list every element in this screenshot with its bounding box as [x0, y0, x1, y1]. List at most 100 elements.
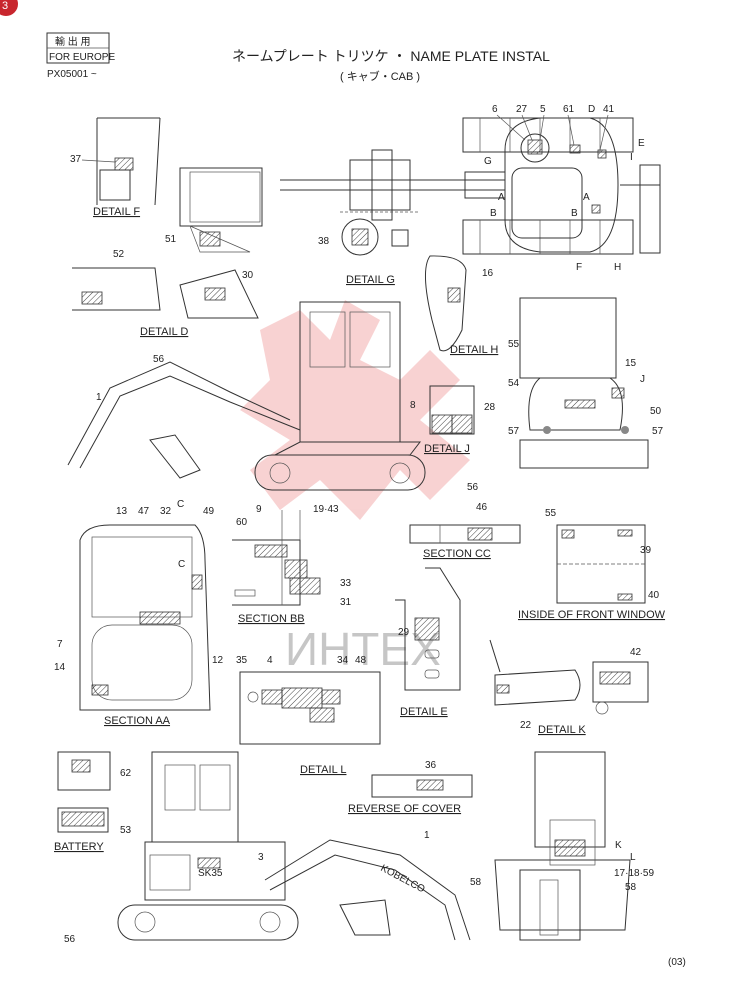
label-B2: B [571, 208, 578, 219]
label-38: 38 [318, 236, 330, 247]
caption-detail-f: DETAIL F [93, 206, 140, 218]
label-D: D [588, 104, 595, 115]
header: 輸 出 用 FOR EUROPE PX05001 ~ ネームプレート トリツケ … [46, 32, 550, 83]
label-37: 37 [70, 154, 82, 165]
side-view-machine: 56 1 56 [67, 301, 479, 493]
label-35: 35 [236, 655, 248, 666]
detail-f: 37 DETAIL F [70, 117, 161, 218]
label-C1: C [177, 499, 184, 510]
caption-battery: BATTERY [54, 841, 104, 853]
detail-h: 16 DETAIL H [424, 255, 498, 356]
caption-section-cc: SECTION CC [423, 548, 491, 560]
label-J: J [640, 374, 645, 385]
label-49: 49 [203, 506, 215, 517]
label-60: 60 [236, 517, 248, 528]
section-cc: 46 SECTION CC [409, 502, 521, 560]
label-48: 48 [355, 655, 367, 666]
caption-inside-front: INSIDE OF FRONT WINDOW [518, 609, 666, 621]
label-61: 61 [563, 104, 575, 115]
caption-detail-g: DETAIL G [346, 274, 395, 286]
stamp-line1: 輸 出 用 [55, 35, 91, 48]
label-17-18-59: 17·18·59 [614, 868, 654, 879]
bottom-side-machine: SK35 KOBELCO 3 1 56 [64, 751, 471, 945]
label-55b: 55 [545, 508, 557, 519]
inside-front-window: 55 39 40 INSIDE OF FRONT WINDOW [518, 508, 666, 621]
watermark: ИНТЕХ [240, 300, 470, 675]
detail-e: 29 DETAIL E [395, 567, 461, 718]
label-E: E [638, 138, 645, 149]
label-55a: 55 [508, 339, 520, 350]
label-57a: 57 [508, 426, 520, 437]
battery: 62 53 BATTERY [54, 751, 132, 853]
label-62: 62 [120, 768, 132, 779]
caption-section-aa: SECTION AA [104, 715, 171, 727]
bottom-rear-machine: K L 58 17·18·59 58 [470, 751, 654, 941]
label-I: I [630, 152, 633, 163]
detail-d: 52 30 DETAIL D [72, 249, 259, 338]
section-bb: 9 19·43 60 33 31 SECTION BB [232, 504, 352, 625]
top-view [280, 117, 661, 255]
caption-detail-d: DETAIL D [140, 326, 188, 338]
label-1b: 1 [424, 830, 430, 841]
label-30: 30 [242, 270, 254, 281]
label-40: 40 [648, 590, 660, 601]
seat-box: 51 [165, 167, 263, 253]
label-58a: 58 [470, 877, 482, 888]
caption-section-bb: SECTION BB [238, 613, 305, 625]
label-33: 33 [340, 578, 352, 589]
label-53: 53 [120, 825, 132, 836]
label-41: 41 [603, 104, 615, 115]
label-56c: 56 [64, 934, 76, 945]
label-54: 54 [508, 378, 520, 389]
caption-reverse-cover: REVERSE OF COVER [348, 803, 461, 815]
detail-k: 42 22 DETAIL K [489, 639, 649, 736]
label-16: 16 [482, 268, 494, 279]
label-3: 3 [258, 852, 264, 863]
caption-detail-l: DETAIL L [300, 764, 346, 776]
label-A1: A [498, 192, 505, 203]
sk35-mark: SK35 [198, 868, 223, 879]
label-1a: 1 [96, 392, 102, 403]
label-28: 28 [484, 402, 496, 413]
caption-detail-e: DETAIL E [400, 706, 448, 718]
label-50: 50 [650, 406, 662, 417]
label-4: 4 [267, 655, 273, 666]
label-46: 46 [476, 502, 488, 513]
page-badge: 3 [0, 0, 18, 16]
label-12: 12 [212, 655, 224, 666]
label-14: 14 [54, 662, 66, 673]
page-title: ネームプレート トリツケ ・ NAME PLATE INSTAL [232, 48, 550, 64]
label-31: 31 [340, 597, 352, 608]
label-22: 22 [520, 720, 532, 731]
label-9: 9 [256, 504, 262, 515]
brand-mark: KOBELCO [379, 863, 427, 896]
label-27: 27 [516, 104, 528, 115]
label-H: H [614, 262, 621, 273]
label-19-43: 19·43 [313, 504, 339, 515]
detail-l: 12 35 4 34 48 DETAIL L [212, 655, 381, 776]
top-labels: 6 27 5 61 D 41 E G I A A B B F H [484, 104, 645, 273]
page-subtitle: ( キャブ・CAB ) [340, 69, 420, 83]
label-52: 52 [113, 249, 125, 260]
label-15: 15 [625, 358, 637, 369]
label-47: 47 [138, 506, 150, 517]
label-56a: 56 [153, 354, 165, 365]
label-32: 32 [160, 506, 172, 517]
label-B1: B [490, 208, 497, 219]
detail-g: 38 DETAIL G [318, 211, 420, 286]
label-29: 29 [398, 627, 410, 638]
page-code: (03) [668, 957, 686, 968]
label-8: 8 [410, 400, 416, 411]
label-51: 51 [165, 234, 177, 245]
rear-view: 55 15 J 54 50 57 57 [508, 297, 664, 469]
label-F: F [576, 262, 582, 273]
label-39: 39 [640, 545, 652, 556]
stamp-line2: FOR EUROPE [49, 52, 115, 63]
label-C2: C [178, 559, 185, 570]
label-K: K [615, 840, 622, 851]
label-7: 7 [57, 639, 63, 650]
caption-detail-h: DETAIL H [450, 344, 498, 356]
label-56b: 56 [467, 482, 479, 493]
serial-range: PX05001 ~ [47, 69, 97, 80]
